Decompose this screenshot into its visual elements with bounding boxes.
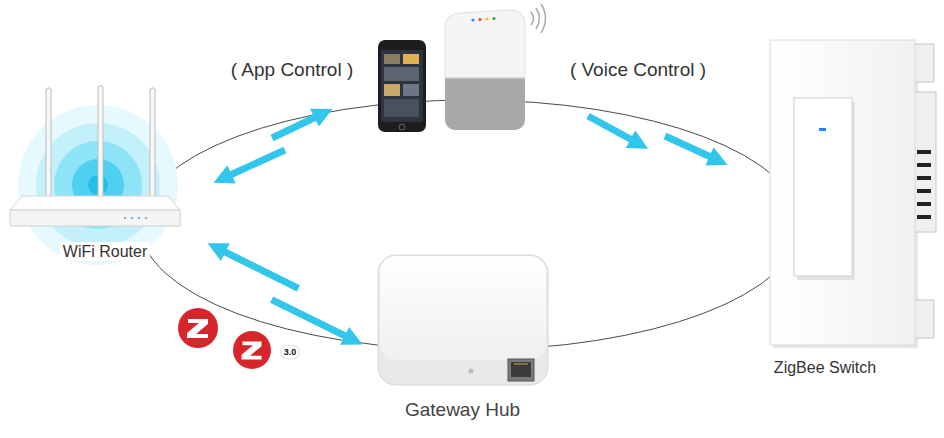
smartphone: [403, 84, 419, 96]
gateway-hub: [508, 359, 534, 381]
device-node: Gateway Hub: [370, 250, 555, 422]
link-arrow: [222, 250, 299, 288]
device-caption: WiFi Router: [60, 242, 150, 261]
wall-switch: [819, 128, 826, 131]
wall-switch: [917, 189, 931, 193]
smart-speaker: [445, 78, 525, 98]
router-body: [138, 217, 140, 219]
gateway-hub: [378, 255, 548, 385]
device-caption: ZigBee Switch: [771, 358, 879, 377]
wall-switch: [917, 176, 931, 180]
wall-switch: [770, 40, 915, 345]
smart-speaker: [541, 4, 546, 33]
smartphone: [384, 99, 419, 117]
control-label: ( Voice Control ): [568, 59, 708, 82]
version-badge: 3.0: [281, 346, 300, 359]
smartphone: [403, 54, 419, 64]
gateway-hub: [511, 362, 531, 377]
zigbee-logo: [178, 308, 218, 348]
router-antenna: [46, 88, 51, 200]
smart-speaker: [471, 18, 474, 21]
smart-speaker: [445, 78, 525, 79]
smartphone: [381, 50, 423, 122]
smart-speaker: [445, 78, 525, 130]
router-antenna: [98, 86, 103, 200]
router-body: [10, 196, 180, 226]
device-label: WiFi Router: [60, 242, 150, 261]
smart-speaker: [531, 12, 534, 25]
control-label: ( App Control ): [229, 59, 356, 82]
zigbee-link: [222, 250, 348, 337]
smartphone: [399, 124, 405, 130]
zigbee-logo: [242, 341, 262, 359]
device-node: WiFi Router: [10, 78, 200, 261]
smartphone: [384, 54, 400, 64]
router-body: [145, 217, 147, 219]
smartphone: [384, 67, 419, 81]
smart-speaker: [492, 17, 495, 20]
signal-arrow: [665, 136, 713, 158]
smart-speaker: [445, 4, 546, 130]
zigbee-logo: [178, 308, 271, 369]
smart-speaker: [536, 8, 540, 29]
smart-speaker: [485, 17, 488, 20]
smartphone: [378, 40, 426, 132]
wall-switch: [917, 163, 931, 167]
smartphone: [378, 40, 426, 132]
device-node: ZigBee Switch: [755, 35, 895, 377]
wall-switch: [912, 92, 936, 232]
signal-arrow: [272, 116, 318, 138]
device-label: Gateway Hub: [402, 399, 523, 422]
gateway-hub: [514, 364, 528, 365]
router-body: [10, 196, 180, 210]
gateway-hub: [380, 256, 546, 360]
signal-arrow: [588, 116, 634, 141]
router-body: [131, 217, 133, 219]
smart-speaker: [445, 10, 525, 78]
device-label: ZigBee Switch: [771, 358, 879, 377]
wall-switch: [917, 150, 931, 154]
wall-switch: [917, 202, 931, 206]
router-antenna: [150, 88, 155, 200]
wall-switch: [794, 98, 852, 276]
router-body: [10, 210, 180, 226]
smart-speaker: [478, 18, 481, 21]
gateway-hub: [378, 255, 548, 385]
device-caption: Gateway Hub: [402, 399, 523, 422]
wall-switch: [770, 40, 936, 348]
router-antenna: [46, 86, 155, 200]
link-arrow: [272, 300, 349, 338]
signal-arrow: [228, 116, 713, 176]
zigbee-logo: [233, 331, 271, 369]
gateway-hub: [469, 369, 474, 374]
signal-arrow: [228, 150, 285, 176]
wall-switch: [917, 215, 931, 219]
smartphone: [384, 84, 400, 96]
router-body: [124, 217, 126, 219]
zigbee-logo: [187, 319, 208, 338]
